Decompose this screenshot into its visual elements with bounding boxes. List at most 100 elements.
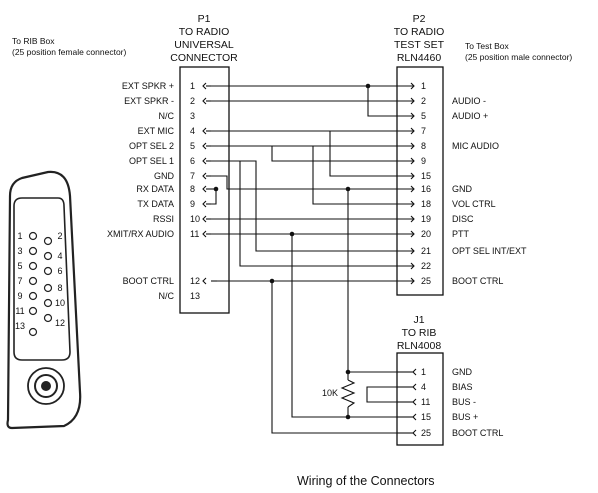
junction-dot xyxy=(345,369,351,375)
j1-pin-number: 25 xyxy=(421,428,431,438)
p2-pin-number: 18 xyxy=(421,199,431,209)
connector-pin-number: 10 xyxy=(55,298,65,308)
p1-pin-label: GND xyxy=(154,171,175,181)
p2-pin-number: 5 xyxy=(421,111,426,121)
connector-pin-number: 1 xyxy=(17,231,22,241)
connector-housing-outline xyxy=(6,170,82,430)
p1-pin-number: 7 xyxy=(190,171,195,181)
connector-pin-contact xyxy=(28,246,38,256)
junction-dots xyxy=(213,83,371,420)
wire-opt-sel-1 xyxy=(211,160,397,252)
p1-pin-label: EXT MIC xyxy=(138,126,175,136)
p1-pin-label: OPT SEL 1 xyxy=(129,156,174,166)
j1-pin-number: 15 xyxy=(421,412,431,422)
p2-pin-label: GND xyxy=(452,184,473,194)
p1-pin-number: 12 xyxy=(190,276,200,286)
j1-header-line: TO RIB xyxy=(402,327,437,339)
p2-header-line: RLN4460 xyxy=(397,52,442,64)
p1-pin-number: 13 xyxy=(190,291,200,301)
wire-boot-ctrl-j1 xyxy=(271,281,397,434)
junction-dot xyxy=(289,231,295,237)
p2-pin-label: MIC AUDIO xyxy=(452,141,499,151)
connector-pin-contact xyxy=(43,266,53,276)
p2-pin-number: 8 xyxy=(421,141,426,151)
connector-pin-contact xyxy=(43,313,53,323)
diagram-caption: Wiring of the Connectors xyxy=(297,474,435,488)
p2-pin-number: 20 xyxy=(421,229,431,239)
j1-pin-label: BUS - xyxy=(452,397,476,407)
p2-pin-number: 9 xyxy=(421,156,426,166)
connector-pin-number: 5 xyxy=(17,261,22,271)
j1-pin-label: BOOT CTRL xyxy=(452,428,503,438)
p1-pin-arrow xyxy=(202,97,207,105)
connector-pin-contact xyxy=(28,231,38,241)
junction-dot xyxy=(365,83,371,89)
p1-pin-number: 10 xyxy=(190,214,200,224)
resistor-10k xyxy=(340,379,356,408)
p1-pin-arrow xyxy=(202,127,207,135)
connector-pin-contact xyxy=(43,283,53,293)
wire-tx-data xyxy=(211,189,217,205)
j1-pin-label: GND xyxy=(452,367,473,377)
p1-header: P1 TO RADIO UNIVERSAL CONNECTOR xyxy=(170,13,238,64)
p2-header: P2 TO RADIO TEST SET RLN4460 xyxy=(394,13,445,64)
p1-pin-arrow xyxy=(202,230,207,238)
wire-p2-15 xyxy=(329,131,397,177)
wire-p2-9-run xyxy=(271,146,397,162)
p2-pin-label: OPT SEL INT/EXT xyxy=(452,246,527,256)
resistor-label: 10K xyxy=(322,388,338,398)
j1-header-line: RLN4008 xyxy=(397,340,442,352)
wire-bias-bus-loop xyxy=(366,386,397,403)
j1-pin-number: 11 xyxy=(421,397,430,407)
connector-pin-number: 4 xyxy=(57,251,62,261)
connector-pin-field xyxy=(13,197,71,361)
connector-pin-number: 13 xyxy=(15,321,25,331)
j1-pin-arrow xyxy=(412,398,417,406)
p1-pin-number: 3 xyxy=(190,111,195,121)
p1-pin-arrow xyxy=(202,157,207,165)
p1-pin-number: 6 xyxy=(190,156,195,166)
connector-pin-number: 2 xyxy=(57,231,62,241)
p1-pin-number: 1 xyxy=(190,81,195,91)
p2-pin-label: VOL CTRL xyxy=(452,199,496,209)
j1-header-line: J1 xyxy=(413,314,424,326)
p1-pin-label: RX DATA xyxy=(136,184,174,194)
p1-pin-number: 9 xyxy=(190,199,195,209)
p1-pin-label: OPT SEL 2 xyxy=(129,141,174,151)
j1-pin-arrow xyxy=(412,368,417,376)
connector-pin-number: 9 xyxy=(17,291,22,301)
connector-pin-contact xyxy=(28,306,38,316)
wire-gnd xyxy=(211,175,397,190)
p1-pin-arrow xyxy=(202,215,207,223)
j1-pin-label: BUS + xyxy=(452,412,478,422)
rib-note-line1: To RIB Box xyxy=(12,36,55,46)
p2-pin-label: PTT xyxy=(452,229,470,239)
p2-header-line: TEST SET xyxy=(394,39,445,51)
p1-pin-arrow xyxy=(202,277,207,285)
p1-pin-number: 11 xyxy=(190,229,199,239)
p1-connector-box xyxy=(179,66,230,314)
p1-pin-label: N/C xyxy=(159,111,175,121)
connector-pin-number: 7 xyxy=(17,276,22,286)
p2-pin-label: AUDIO - xyxy=(452,96,486,106)
connector-pin-number: 12 xyxy=(55,318,65,328)
connector-pin-contact xyxy=(43,251,53,261)
p2-header-line: TO RADIO xyxy=(394,26,445,38)
p1-pin-number: 8 xyxy=(190,184,195,194)
j1-pin-label: BIAS xyxy=(452,382,473,392)
connector-pin-contact xyxy=(28,276,38,286)
p1-pin-label: BOOT CTRL xyxy=(123,276,174,286)
p2-pin-label: DISC xyxy=(452,214,474,224)
connector-pin-contact xyxy=(28,291,38,301)
connector-pin-number: 8 xyxy=(57,283,62,293)
p1-header-line: TO RADIO xyxy=(179,26,230,38)
wire-vol-ctrl xyxy=(312,146,397,205)
junction-dot xyxy=(213,186,219,192)
p1-pin-arrow xyxy=(202,82,207,90)
connector-knob-inner xyxy=(34,374,58,398)
